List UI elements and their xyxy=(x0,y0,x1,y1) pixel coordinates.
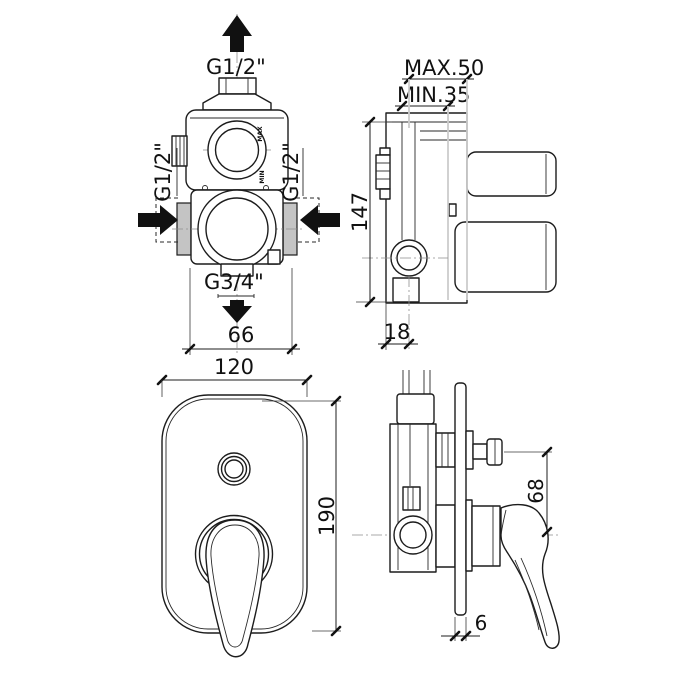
dimension-66: 66 xyxy=(182,268,300,355)
valve-shoulder xyxy=(202,93,272,111)
flow-up-arrow-icon xyxy=(222,15,252,52)
width-dim-text: 66 xyxy=(228,323,255,347)
depth-min-label: MIN.35 xyxy=(397,83,470,107)
diverter-button xyxy=(217,452,251,486)
lever-handle-side xyxy=(500,503,560,649)
max-marking: MAX xyxy=(257,126,264,142)
flow-down-arrow-icon xyxy=(222,300,252,323)
handle-boss xyxy=(435,504,456,568)
left-thread-label: G1/2" xyxy=(151,142,175,202)
diverter-housing xyxy=(454,221,557,293)
bottom-thread-label: G3/4" xyxy=(204,270,264,294)
depth-max-label: MAX.50 xyxy=(404,56,484,80)
right-thread-label: G1/2" xyxy=(279,142,303,202)
lever-handle-front xyxy=(205,519,265,658)
top-thread-label: G1/2" xyxy=(206,55,266,79)
flow-left-in-arrow-icon xyxy=(138,205,178,235)
cartridge-circle xyxy=(197,189,277,269)
handle-flange xyxy=(465,499,473,572)
dimension-120: 120 xyxy=(156,355,313,397)
trim-front-view: 120 190 xyxy=(156,355,342,658)
plate-width-text: 120 xyxy=(214,355,254,379)
diverter-boss xyxy=(435,432,456,468)
upper-connection-block xyxy=(396,393,435,425)
dimension-18: 18 xyxy=(378,276,418,350)
trim-side-view: 68 6 xyxy=(352,370,560,649)
dimension-147: 147 xyxy=(348,116,392,308)
bottom-port xyxy=(220,263,254,277)
axis-distance-text: 68 xyxy=(524,478,548,503)
plate-thickness-text: 6 xyxy=(475,611,488,635)
clip-detail xyxy=(448,203,457,217)
valve-side-view: MAX.50 MIN.35 xyxy=(348,56,557,350)
body-foot xyxy=(392,277,420,303)
stop-knob-trim-side xyxy=(402,486,421,511)
wall-plate-side xyxy=(454,382,467,616)
diverter-flange xyxy=(465,430,474,470)
stop-knob-side xyxy=(375,154,391,190)
height-dim-text: 147 xyxy=(348,192,372,232)
diverter-stem xyxy=(472,443,488,460)
dimension-68: 68 xyxy=(504,446,553,538)
plate-height-text: 190 xyxy=(315,496,339,536)
handle-barrel xyxy=(471,505,501,567)
flow-right-in-arrow-icon xyxy=(300,205,340,235)
diverter-knob xyxy=(486,438,503,466)
dimension-6: 6 xyxy=(441,611,488,642)
dimension-190: 190 xyxy=(262,395,342,637)
offset-dim-text: 18 xyxy=(384,320,411,344)
top-port xyxy=(218,77,257,95)
drain-tab xyxy=(267,249,281,265)
valve-front-view: G1/2" MAX MIN G1/2" G1/2" xyxy=(138,14,340,356)
min-marking: MIN xyxy=(259,170,266,183)
upper-port-circle xyxy=(207,120,267,180)
cartridge-housing xyxy=(466,151,557,197)
